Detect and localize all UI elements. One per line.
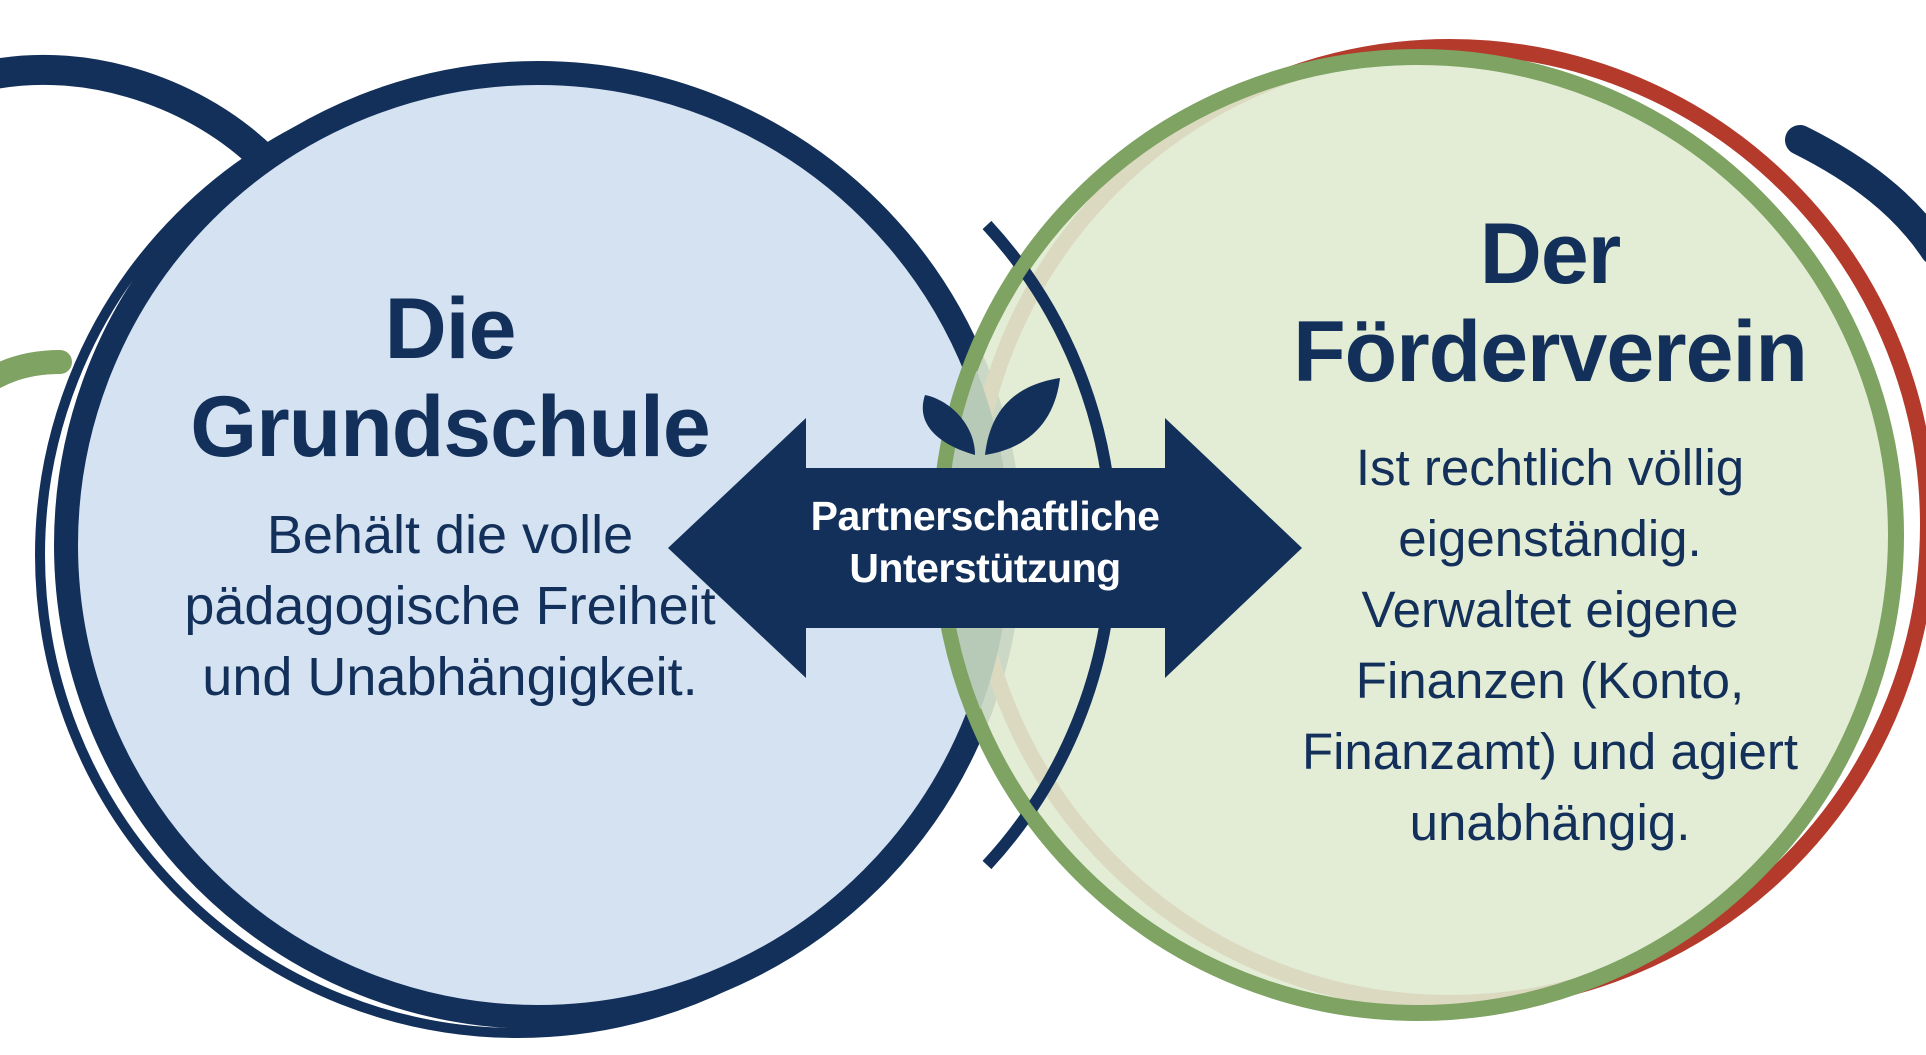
school-text-line-1: Behält die volle xyxy=(266,505,634,565)
verein-text-line-1: Ist rechtlich völlig xyxy=(1355,439,1745,496)
navy-swoosh-right xyxy=(1785,125,1926,262)
verein-text-line-6: unabhängig. xyxy=(1409,794,1691,851)
partnership-label-line-1: Partnerschaftliche xyxy=(810,493,1160,539)
school-title-line-2: Grundschule xyxy=(190,379,710,475)
navy-swoosh-top-left xyxy=(0,54,280,175)
school-title: Die Grundschule xyxy=(90,280,810,476)
partnership-label: Partnerschaftliche Unterstützung xyxy=(760,490,1210,594)
school-text-line-3: und Unabhängigkeit. xyxy=(202,647,698,707)
verein-description: Ist rechtlich völlig eigenständig. Verwa… xyxy=(1205,432,1895,858)
school-title-line-1: Die xyxy=(384,281,517,377)
partnership-label-line-2: Unterstützung xyxy=(849,545,1121,591)
green-swoosh-left xyxy=(0,350,72,389)
verein-text-line-4: Finanzen (Konto, xyxy=(1355,652,1745,709)
verein-title-line-2: Förderverein xyxy=(1293,304,1808,400)
school-description: Behält die volle pädagogische Freiheit u… xyxy=(90,500,810,713)
school-text-line-2: pädagogische Freiheit xyxy=(184,576,716,636)
verein-text-line-5: Finanzamt) und agiert xyxy=(1301,723,1799,780)
leaves-icon xyxy=(922,378,1060,455)
double-arrow xyxy=(668,418,1302,678)
verein-text-line-2: eigenständig. xyxy=(1398,510,1702,567)
verein-title-line-1: Der xyxy=(1479,206,1621,302)
verein-text-line-3: Verwaltet eigene xyxy=(1361,581,1739,638)
verein-title: Der Förderverein xyxy=(1185,205,1915,401)
